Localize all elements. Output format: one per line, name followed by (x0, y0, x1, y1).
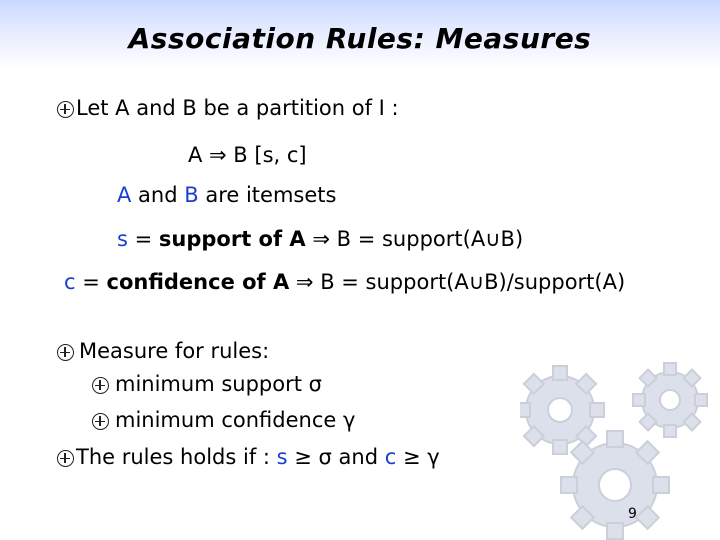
line-rule: A ⇒ B [s, c] (188, 143, 307, 167)
line-itemsets: A and B are itemsets (117, 183, 336, 207)
plus-circle-icon (92, 413, 109, 430)
hold-gamma-text: ≥ γ (396, 445, 440, 469)
support-arrow: ⇒ (305, 227, 337, 251)
slide-title: Association Rules: Measures (128, 22, 592, 55)
line-min-support: minimum support σ (115, 372, 322, 396)
title-bar (0, 0, 720, 70)
support-formula: B = support(A∪B) (336, 227, 524, 251)
plus-circle-icon (57, 450, 74, 467)
item-b: B (184, 183, 199, 207)
hold-c-symbol: c (384, 445, 397, 469)
page-number: 9 (628, 506, 637, 522)
support-label: support of A (158, 227, 306, 251)
confidence-arrow: ⇒ (289, 270, 321, 294)
itemsets-text: are itemsets (198, 183, 337, 207)
support-eq: = (127, 227, 159, 251)
hold-sigma-text: ≥ σ and (287, 445, 385, 469)
line-measure: Measure for rules: (79, 339, 270, 363)
confidence-formula: B = support(A∪B)/support(A) (320, 270, 626, 294)
line-rules-hold: The rules holds if : s ≥ σ and c ≥ γ (76, 445, 440, 469)
item-a: A (117, 183, 132, 207)
confidence-eq: = (75, 270, 107, 294)
line-partition: Let A and B be a partition of I : (76, 96, 399, 120)
line-min-confidence: minimum confidence γ (115, 408, 356, 432)
confidence-label: confidence of A (106, 270, 290, 294)
hold-s-symbol: s (276, 445, 288, 469)
gears-clipart-icon (520, 362, 708, 540)
plus-circle-icon (92, 377, 109, 394)
support-symbol: s (117, 227, 128, 251)
rules-hold-text: The rules holds if : (76, 445, 277, 469)
plus-circle-icon (57, 344, 74, 361)
and-text: and (131, 183, 185, 207)
plus-circle-icon (57, 101, 74, 118)
line-confidence: c = confidence of A ⇒ B = support(A∪B)/s… (64, 270, 625, 294)
line-support: s = support of A ⇒ B = support(A∪B) (117, 227, 523, 251)
confidence-symbol: c (64, 270, 76, 294)
